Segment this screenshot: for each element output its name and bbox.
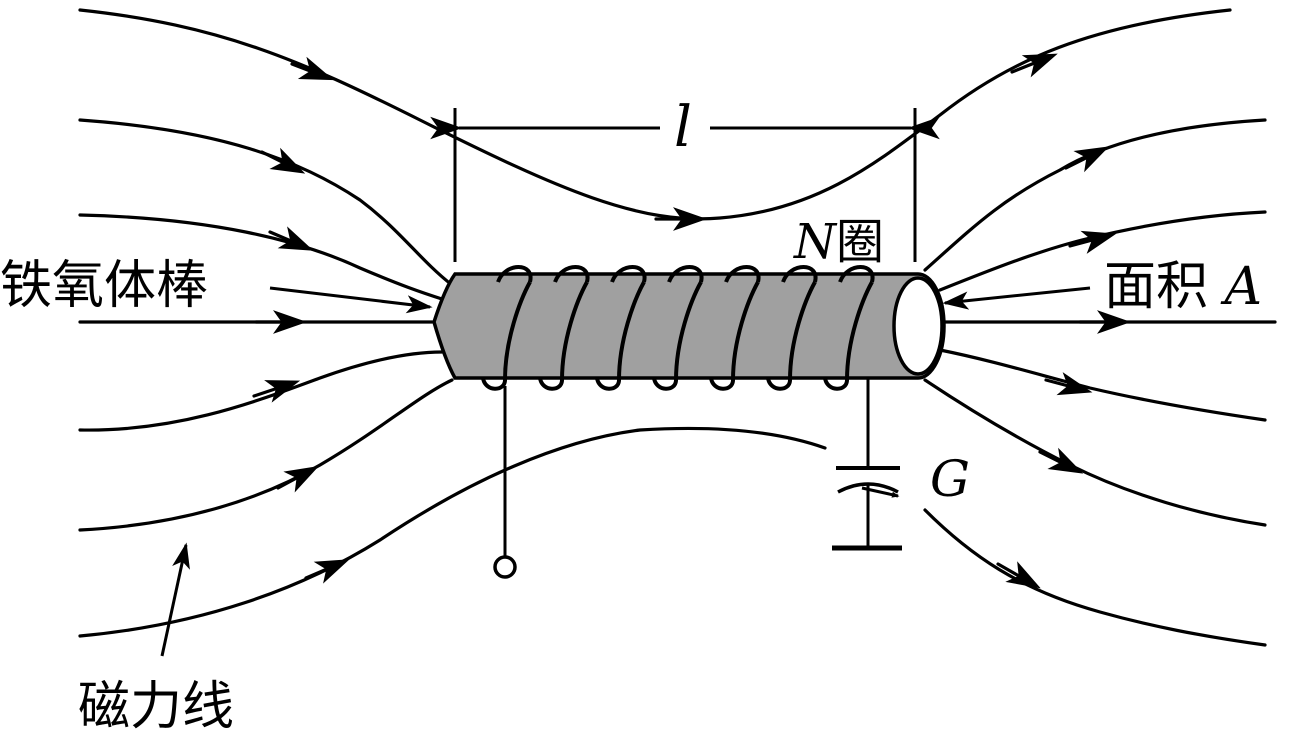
field-arrow: [252, 380, 301, 403]
field-arrow: [290, 56, 334, 81]
ferrite-rod-pointer: [269, 286, 433, 314]
circuit: [493, 378, 902, 579]
field-line-arrows: [252, 53, 1131, 589]
coil-turn-front: [674, 281, 703, 381]
length-label: l: [674, 95, 692, 160]
field-arrow: [1038, 447, 1084, 474]
field-lines-label: 磁力线: [78, 677, 234, 734]
length-dimension: [430, 108, 940, 262]
coil-turn-top: [724, 265, 761, 283]
coil-turn-front: [617, 281, 646, 381]
coil-turn-top: [496, 265, 533, 283]
field-line-bottom-arch-left: [78, 426, 827, 638]
coil-turn-front: [503, 281, 532, 381]
area-pointer: [942, 286, 1091, 310]
ferrite-rod: [432, 272, 946, 380]
field-arrow: [276, 465, 319, 493]
field-line-right-3: [938, 348, 1267, 422]
field-arrow: [1068, 230, 1117, 254]
coil-turn-front: [788, 281, 817, 381]
coil-winding: [481, 265, 875, 391]
field-line-bottom-arch-right: [923, 508, 1267, 647]
coil-turn-bottom: [823, 377, 849, 391]
label-pointers: [160, 286, 1091, 657]
coil-turn-bottom: [709, 377, 735, 391]
turns-label: N圈: [793, 214, 884, 270]
field-arrow: [268, 226, 314, 251]
terminal-circle: [493, 555, 517, 579]
coil-turn-front: [560, 281, 589, 381]
field-arrow: [1010, 53, 1058, 78]
field-line-left-3: [78, 350, 444, 432]
coil-turn-bottom: [481, 377, 507, 391]
coil-turn-top: [553, 265, 590, 283]
coil-turn-bottom: [766, 377, 792, 391]
area-text: 面积: [1104, 257, 1225, 317]
field-line-left-4: [78, 378, 454, 532]
field-line-top-arch: [78, 8, 1232, 221]
field-arrow: [996, 561, 1041, 589]
ferrite-rod-label: 铁氧体棒: [0, 256, 208, 316]
coil-turn-top: [610, 265, 647, 283]
field-lines-pointer: [160, 542, 190, 657]
field-line-right-4: [923, 378, 1267, 527]
field-line-right-1: [923, 118, 1267, 272]
field-arrow: [260, 147, 306, 174]
field-arrow: [1064, 146, 1110, 173]
field-line-left-1: [78, 118, 454, 287]
coil-turn-top: [667, 265, 704, 283]
ferrite-rod-body: [432, 272, 946, 380]
coil-turn-top: [781, 265, 818, 283]
ferrite-rod-end-face: [892, 276, 944, 376]
coil-turn-bottom: [652, 377, 678, 391]
coil-turn-bottom: [538, 377, 564, 391]
field-arrow: [304, 559, 350, 584]
turns-symbol: N: [793, 214, 838, 270]
area-symbol: A: [1221, 257, 1263, 317]
coil-turn-top: [838, 265, 875, 283]
area-label: 面积 A: [1104, 257, 1262, 317]
capacitor-label: G: [930, 450, 970, 508]
coil-turn-front: [731, 281, 760, 381]
coil-turn-bottom: [595, 377, 621, 391]
coil-turn-front: [845, 281, 874, 381]
field-arrow: [1044, 372, 1093, 396]
turns-suffix: 圈: [836, 214, 884, 270]
field-line-left-2: [78, 213, 447, 302]
variable-capacitor-arrow: [861, 486, 900, 498]
